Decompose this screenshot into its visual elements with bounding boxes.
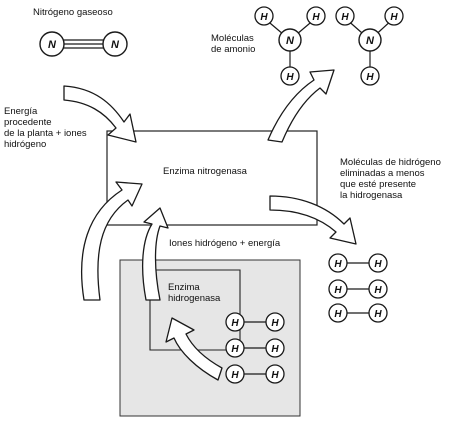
hydrogen-atom-symbol: H [366, 72, 374, 83]
nitrogen-atom-symbol: N [366, 35, 375, 47]
energy-label-line2: procedente [4, 117, 52, 128]
recycled-h2-molecules: H H H H H H [225, 312, 285, 384]
hydrogen-atom-symbol: H [271, 318, 279, 329]
ions-energy-label: Iones hidrógeno + energía [169, 238, 281, 249]
energy-return-arrow-inner [142, 207, 169, 301]
hydrogen-atom-symbol: H [334, 259, 342, 270]
h2-released-label-line3: que esté presente [340, 179, 417, 190]
hydrogen-output-arrow [269, 195, 357, 245]
hydrogen-atom-symbol: H [260, 12, 268, 23]
hydrogen-recycle-arrow [165, 317, 223, 381]
hydrogen-atom-symbol: H [390, 12, 398, 23]
hydrogenase-label-line2: hidrogenasa [168, 293, 221, 304]
hydrogen-atom-symbol: H [286, 72, 294, 83]
hydrogen-atom-symbol: H [374, 259, 382, 270]
hydrogen-atom-symbol: H [231, 344, 239, 355]
ammonia-molecule-1: H H N H [254, 6, 326, 86]
hydrogen-atom-symbol: H [374, 285, 382, 296]
h2-released-label-line4: la hidrogenasa [340, 190, 403, 201]
energy-input-arrow [63, 85, 137, 143]
hydrogen-atom-symbol: H [231, 318, 239, 329]
nitrogen-gas-label: Nitrógeno gaseoso [33, 7, 113, 18]
hydrogen-atom-symbol: H [334, 285, 342, 296]
nitrogen-atom-right-symbol: N [111, 39, 120, 51]
energy-label-line4: hidrógeno [4, 139, 47, 150]
released-h2-molecules: H H H H H H [328, 253, 388, 323]
hydrogen-atom-symbol: H [334, 309, 342, 320]
nitrogenase-label: Enzima nitrogenasa [163, 166, 247, 177]
hydrogen-atom-symbol: H [271, 370, 279, 381]
nitrogen-atom-left [39, 31, 65, 57]
hydrogen-atom-symbol: H [374, 309, 382, 320]
hydrogen-atom-symbol: H [341, 12, 349, 23]
hydrogenase-label-line1: Enzima [168, 282, 200, 293]
nitrogen-atom-right [102, 31, 128, 57]
h2-released-label-line1: Moléculas de hidrógeno [340, 157, 441, 168]
hydrogen-atom-symbol: H [231, 370, 239, 381]
ammonia-output-arrow [267, 69, 335, 143]
energy-label-line3: de la planta + iones [4, 128, 87, 139]
ammonia-label-line1: Moléculas [211, 33, 254, 44]
ammonia-label-line2: de amonio [211, 44, 256, 55]
nitrogen-atom-left-symbol: N [48, 39, 57, 51]
energy-label-line1: Energía [4, 106, 38, 117]
nitrogen-molecule: N N [39, 31, 128, 57]
hydrogen-atom-symbol: H [312, 12, 320, 23]
ammonia-molecule-2: H H N H [335, 6, 404, 86]
nitrogen-atom-symbol: N [286, 35, 295, 47]
h2-released-label-line2: eliminadas a menos [340, 168, 425, 179]
energy-return-arrow-left [81, 181, 143, 301]
hydrogen-atom-symbol: H [271, 344, 279, 355]
